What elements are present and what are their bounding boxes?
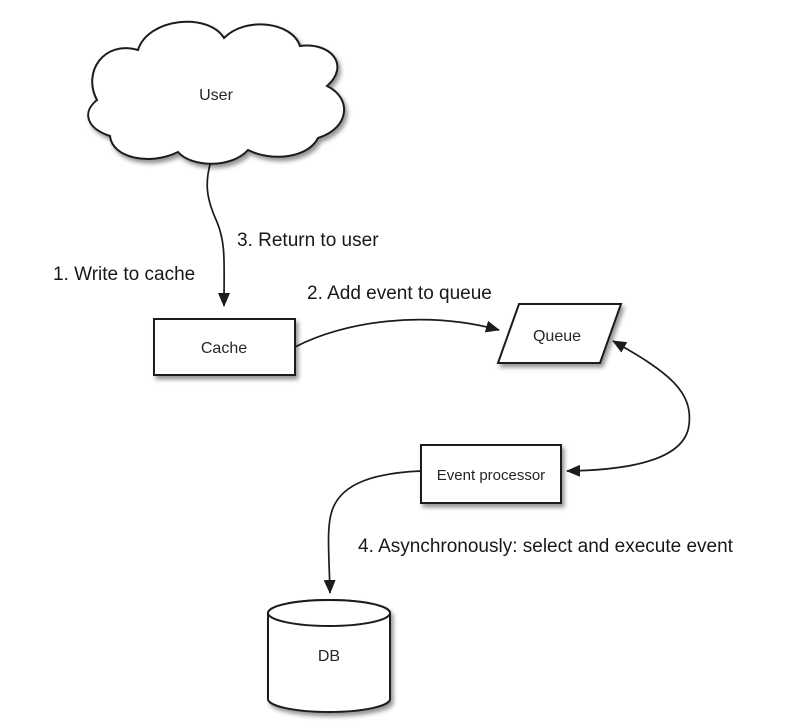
db-cylinder-top [267, 599, 391, 627]
user-cloud-shape [87, 20, 345, 165]
edge-label-write-to-cache: 1. Write to cache [53, 264, 195, 285]
arrow-processor-to-db [323, 470, 422, 594]
cache-box-shape [153, 318, 296, 376]
edge-labels-layer: 1. Write to cache 3. Return to user 2. A… [53, 230, 734, 557]
arrow-user-to-cache [206, 160, 231, 307]
edge-label-return-to-user: 3. Return to user [237, 230, 379, 251]
edge-label-add-event-to-queue: 2. Add event to queue [307, 283, 492, 304]
arrow-queue-event-processor [566, 340, 691, 477]
node-event-processor: Event processor [420, 444, 562, 504]
db-label: DB [318, 648, 340, 665]
event-processor-label: Event processor [437, 467, 545, 484]
queue-label: Queue [533, 328, 581, 345]
node-db: DB [267, 599, 391, 713]
edges-layer [206, 160, 691, 594]
arrow-cache-to-queue [294, 318, 500, 348]
event-processor-box-shape [420, 444, 562, 504]
node-queue: Queue [496, 303, 623, 364]
cache-label: Cache [201, 340, 247, 357]
user-label: User [199, 87, 233, 104]
queue-parallelogram-shape [496, 303, 623, 364]
edge-label-async-execute: 4. Asynchronously: select and execute ev… [358, 536, 734, 557]
node-cache: Cache [153, 318, 296, 376]
node-user: User [87, 20, 345, 165]
